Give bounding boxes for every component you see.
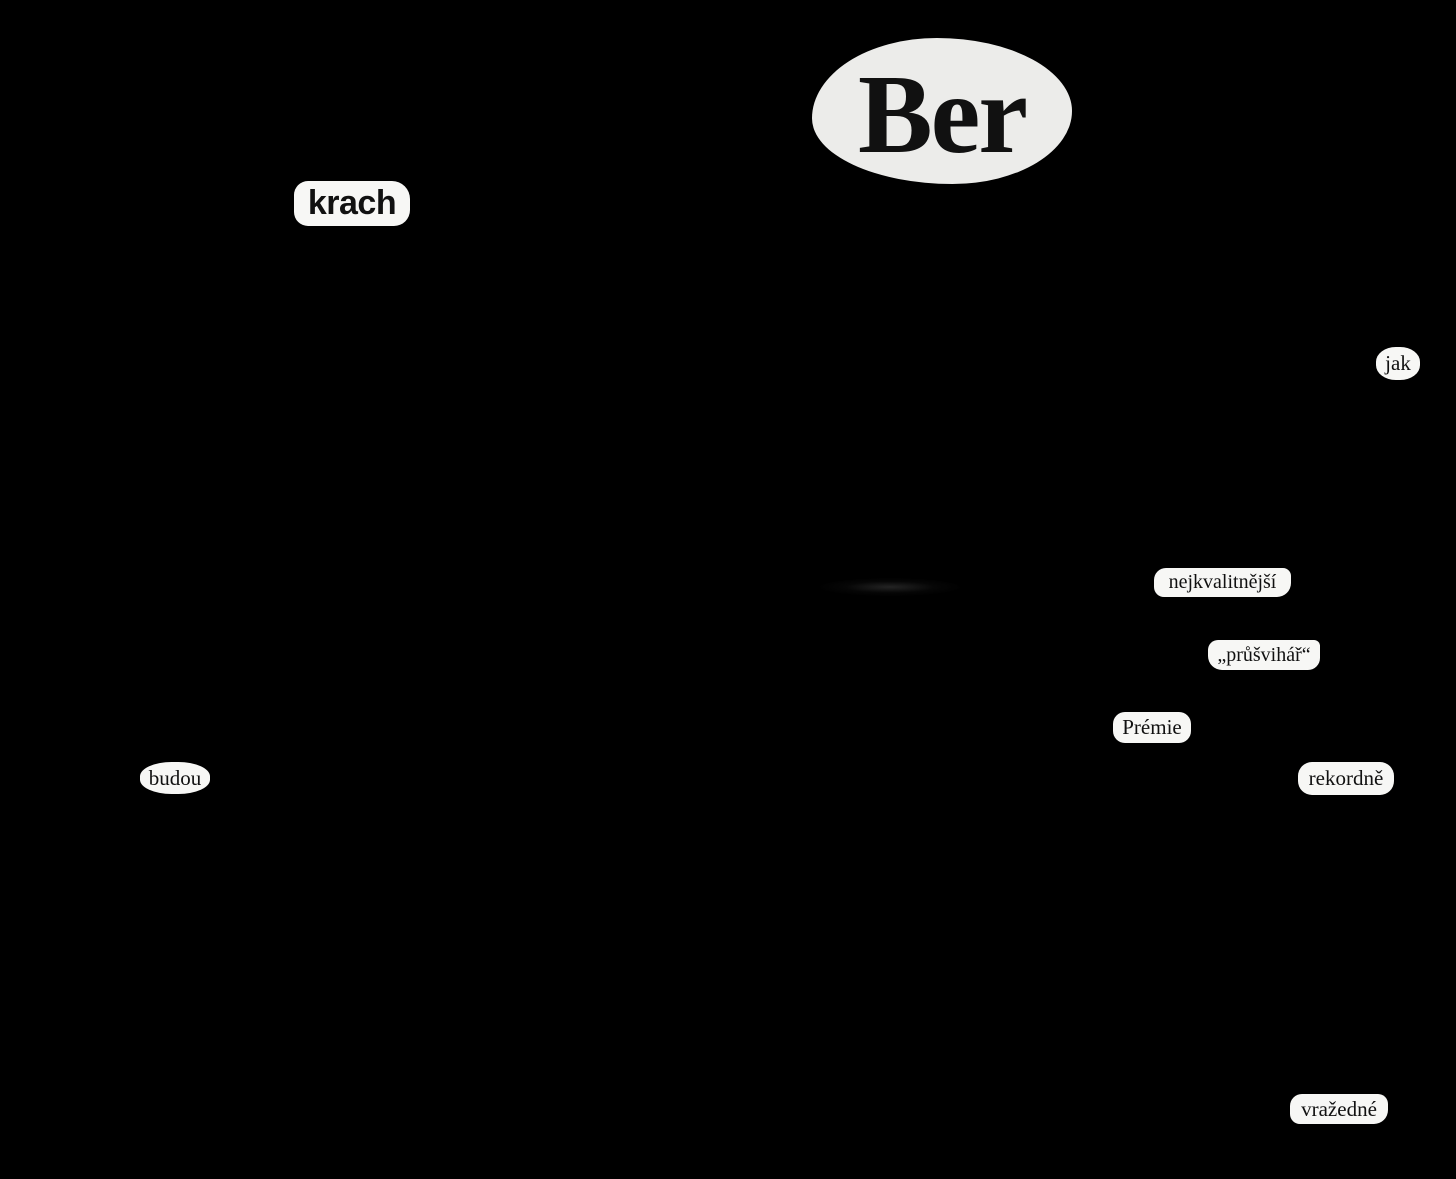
- word-cutout-rekordne: rekordně: [1298, 762, 1394, 795]
- word-cutout-premie: Prémie: [1113, 712, 1191, 743]
- word-cutout-krach: krach: [294, 181, 410, 226]
- word-cutout-ber: Ber: [812, 38, 1072, 184]
- shadow-smudge: [820, 578, 960, 596]
- word-cutout-jak: jak: [1376, 347, 1420, 380]
- word-cutout-budou: budou: [140, 762, 210, 794]
- word-cutout-nejkvalitnejsi: nejkvalitnější: [1154, 568, 1291, 597]
- word-cutout-vrazedne: vražedné: [1290, 1094, 1388, 1124]
- word-cutout-prusvihar: „průšvihář“: [1208, 640, 1320, 670]
